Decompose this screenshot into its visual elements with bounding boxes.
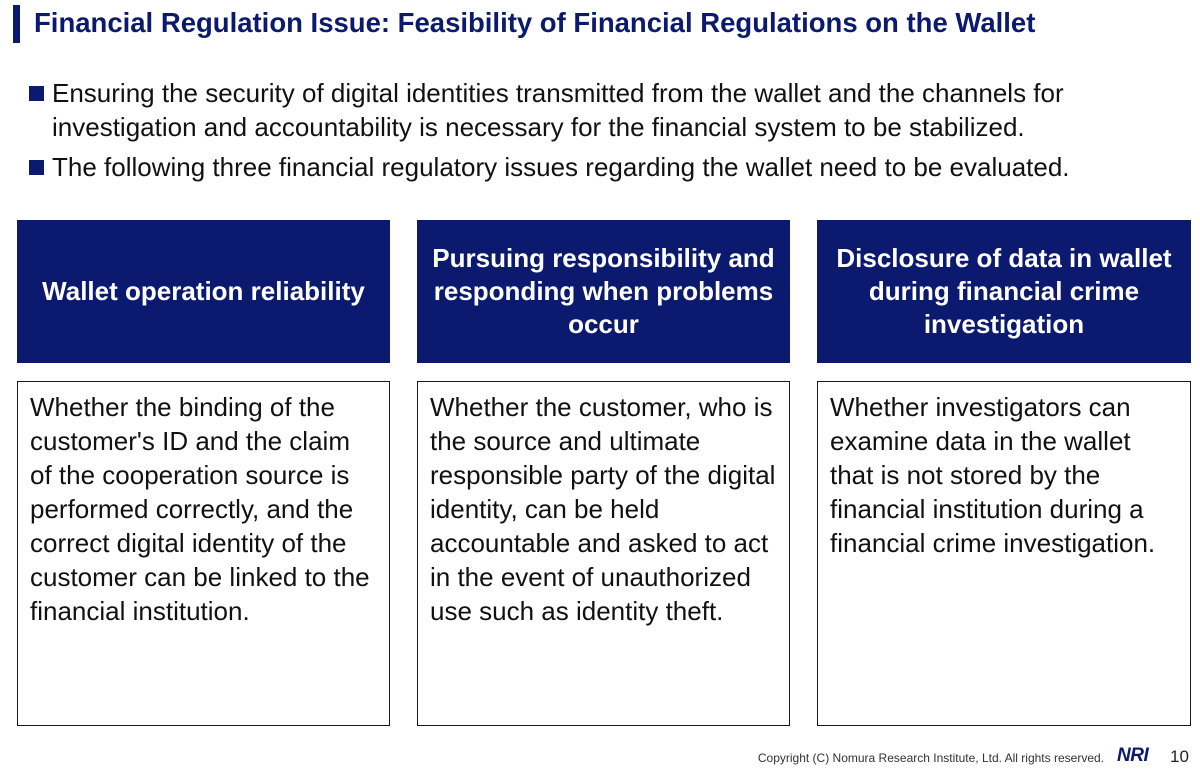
bullet-text: The following three financial regulatory… bbox=[52, 152, 1070, 182]
nri-logo: NRI bbox=[1117, 745, 1149, 766]
bullet-text: Ensuring the security of digital identit… bbox=[52, 78, 1064, 142]
bullet-item: The following three financial regulatory… bbox=[28, 150, 1178, 184]
page-number: 10 bbox=[1170, 747, 1189, 766]
square-bullet-icon bbox=[29, 160, 44, 175]
title-accent-bar bbox=[13, 5, 20, 43]
slide-title: Financial Regulation Issue: Feasibility … bbox=[34, 7, 1036, 38]
column-body-wallet-reliability: Whether the binding of the customer's ID… bbox=[17, 381, 390, 726]
column-header-data-disclosure: Disclosure of data in wallet during fina… bbox=[817, 220, 1191, 363]
copyright-notice: Copyright (C) Nomura Research Institute,… bbox=[757, 751, 1104, 765]
column-header-responsibility: Pursuing responsibility and responding w… bbox=[417, 220, 790, 363]
column-body-responsibility: Whether the customer, who is the source … bbox=[417, 381, 790, 726]
column-header-wallet-reliability: Wallet operation reliability bbox=[17, 220, 390, 363]
column-body-data-disclosure: Whether investigators can examine data i… bbox=[817, 381, 1191, 726]
bullet-list: Ensuring the security of digital identit… bbox=[28, 76, 1178, 190]
bullet-item: Ensuring the security of digital identit… bbox=[28, 76, 1178, 144]
square-bullet-icon bbox=[29, 86, 44, 101]
